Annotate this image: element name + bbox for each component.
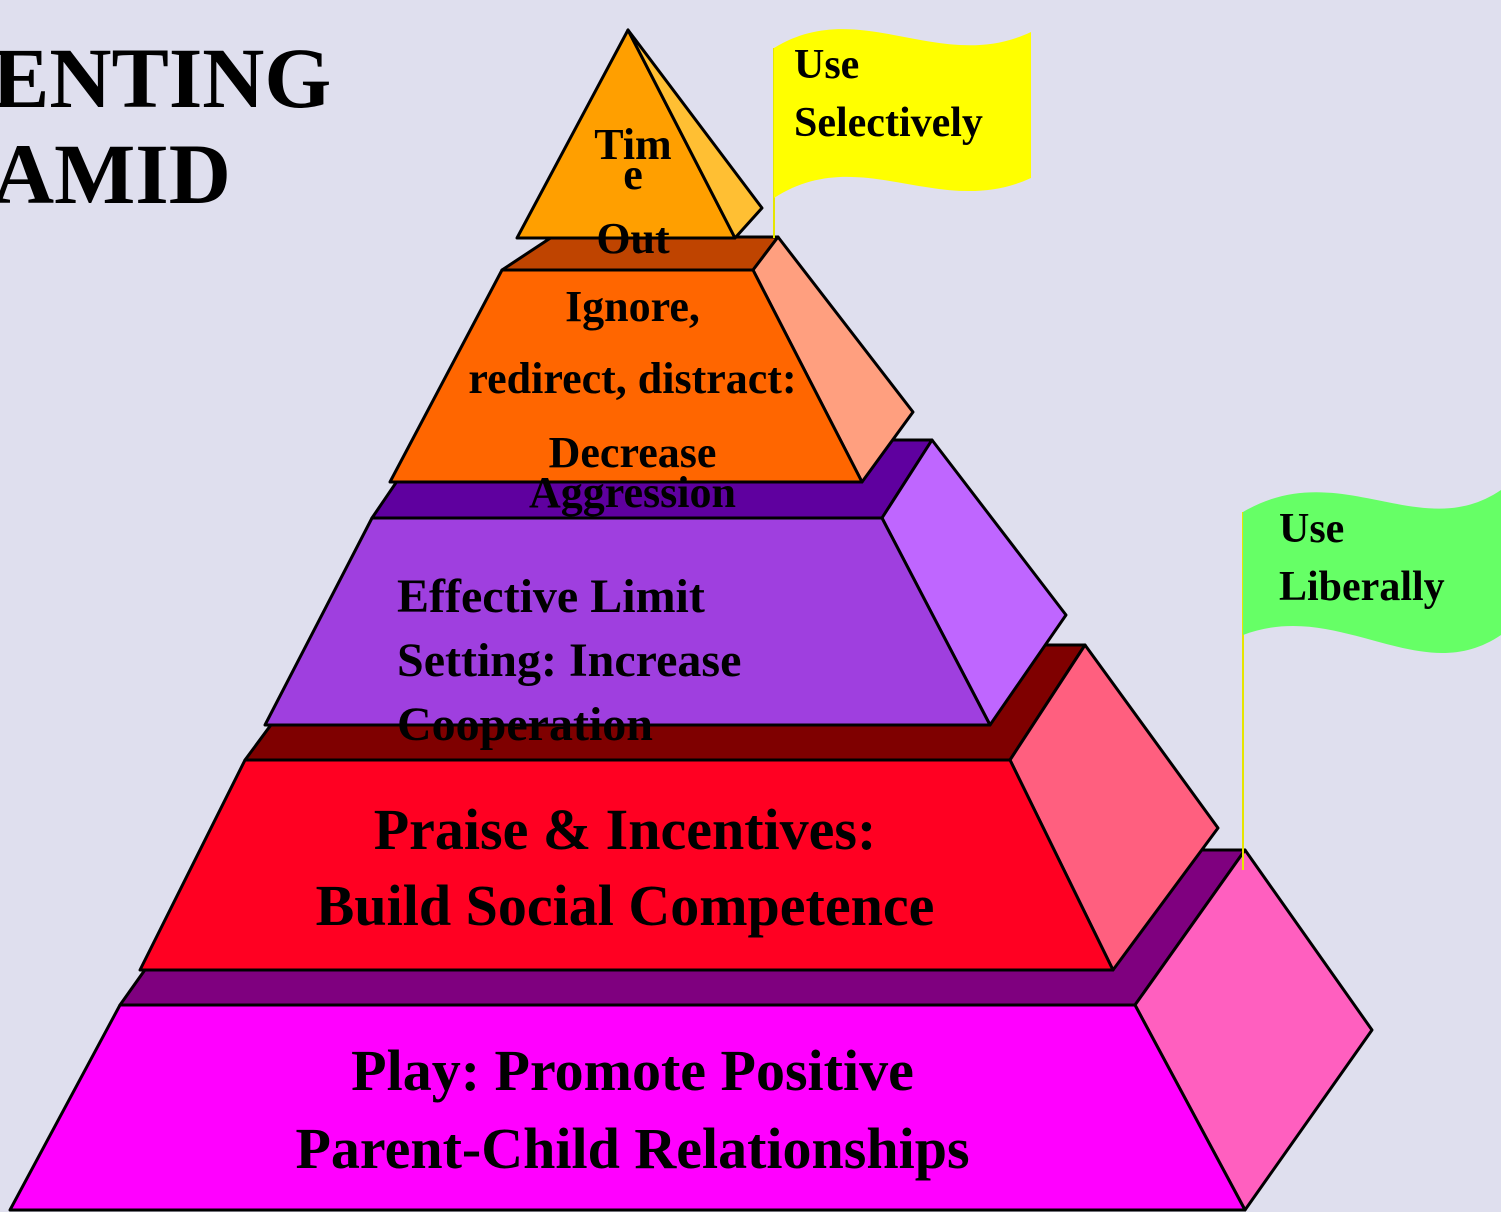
liberal-flag-line-1: Use (1279, 506, 1345, 552)
ignore-tier-line-1: Ignore, (565, 282, 700, 331)
limit-tier-line-2: Setting: Increase (397, 634, 742, 687)
top-tier-label: Tim e Out (583, 122, 683, 262)
praise-tier-line-2: Build Social Competence (315, 873, 935, 938)
ignore-tier-line-3: Decrease (548, 428, 717, 477)
praise-tier-front (138, 758, 1115, 972)
play-tier-line-2: Parent-Child Relationships (295, 1116, 970, 1181)
liberal-flag-label: Use Liberally (1279, 500, 1445, 616)
limit-tier-front (263, 516, 992, 727)
ignore-tier-front (388, 268, 864, 484)
selective-flag-label: Use Selectively (794, 36, 983, 152)
liberal-flag-line-2: Liberally (1279, 564, 1445, 610)
limit-tier-label: Effective Limit Setting: Increase Cooper… (397, 565, 741, 757)
ignore-tier-label: Ignore, redirect, distract: Decrease Agg… (420, 282, 845, 518)
title-line-2: AMID (0, 126, 231, 222)
page-title: ENTING AMID (0, 30, 331, 222)
ignore-tier-line-4: Aggression (529, 468, 736, 517)
top-tier-line-2: e (623, 150, 643, 199)
selective-flag-line-1: Use (794, 42, 860, 88)
ignore-tier-line-2: redirect, distract: (468, 354, 797, 403)
top-tier-line-1: Tim (594, 120, 672, 169)
praise-tier-line-1: Praise & Incentives: (373, 797, 877, 862)
play-tier-front (8, 1003, 1247, 1212)
selective-flag (774, 29, 1031, 198)
limit-tier-line-1: Effective Limit (397, 570, 705, 623)
play-tier-label: Play: Promote Positive Parent-Child Rela… (200, 1032, 1065, 1188)
selective-flag-line-2: Selectively (794, 100, 983, 146)
title-line-1: ENTING (0, 30, 332, 126)
play-tier-line-1: Play: Promote Positive (351, 1038, 914, 1103)
top-tier-side (626, 28, 764, 240)
limit-tier-line-3: Cooperation (397, 698, 653, 751)
praise-tier-label: Praise & Incentives: Build Social Compet… (200, 792, 1050, 944)
top-tier-line-3: Out (596, 214, 670, 263)
liberal-flag (1243, 490, 1501, 654)
